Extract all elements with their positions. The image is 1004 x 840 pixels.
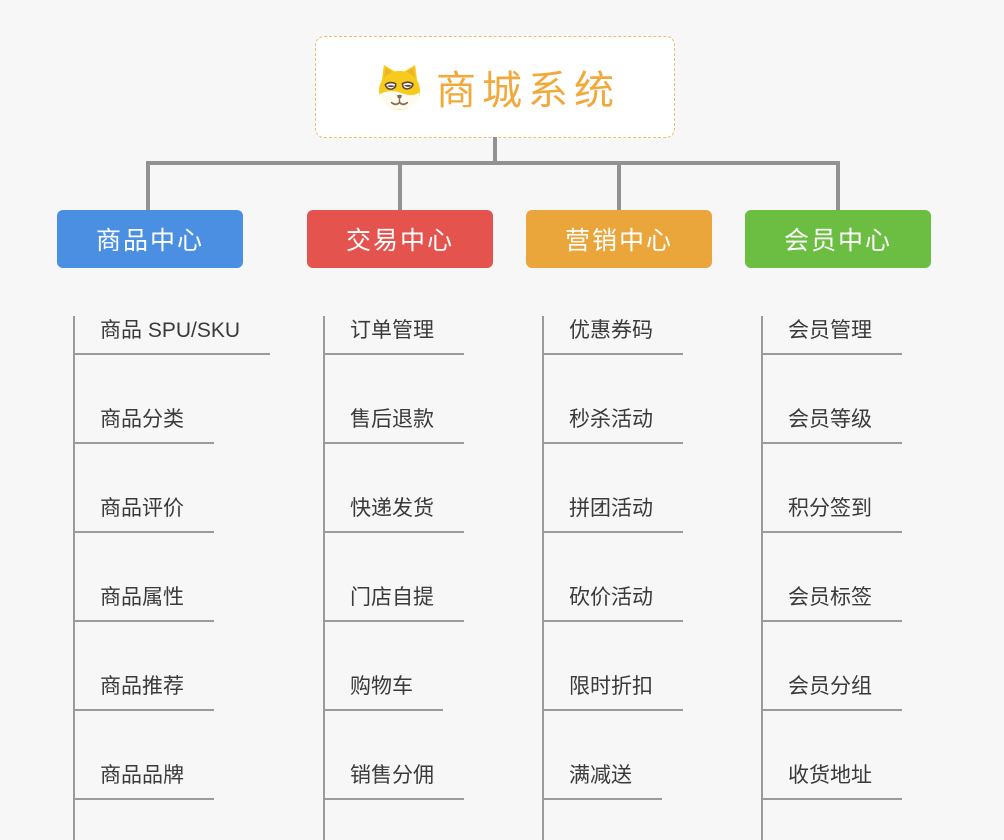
branch-header-member-center[interactable]: 会员中心 [745,210,931,268]
leaf-node[interactable]: 拼团活动 [542,494,683,533]
leaf-node[interactable]: 商品品牌 [73,761,214,800]
leaf-node[interactable]: 商品属性 [73,583,214,622]
root-node[interactable]: 商城系统 [315,36,675,138]
leaf-node[interactable]: 优惠券码 [542,316,683,355]
branch-marketing-center: 营销中心 优惠券码 秒杀活动 拼团活动 砍价活动 限时折扣 满减送 [526,210,766,840]
leaf-node[interactable]: 商品分类 [73,405,214,444]
leaf-node[interactable]: 会员等级 [761,405,902,444]
leaf-node[interactable]: 秒杀活动 [542,405,683,444]
branch-tree: 订单管理 售后退款 快递发货 门店自提 购物车 销售分佣 [323,316,547,840]
branch-vline [542,316,544,840]
connector-drop [617,163,621,210]
leaf-node[interactable]: 购物车 [323,672,443,711]
connector-drop [836,163,840,210]
leaf-node[interactable]: 商品推荐 [73,672,214,711]
leaf-node[interactable]: 会员分组 [761,672,902,711]
connector-drop [146,163,150,210]
leaf-node[interactable]: 砍价活动 [542,583,683,622]
leaf-node[interactable]: 门店自提 [323,583,464,622]
branch-header-product-center[interactable]: 商品中心 [57,210,243,268]
branch-tree: 会员管理 会员等级 积分签到 会员标签 会员分组 收货地址 [761,316,985,840]
leaf-node[interactable]: 售后退款 [323,405,464,444]
root-title: 商城系统 [436,69,620,113]
leaf-node[interactable]: 会员标签 [761,583,902,622]
leaf-node[interactable]: 快递发货 [323,494,464,533]
branch-header-trade-center[interactable]: 交易中心 [307,210,493,268]
branch-member-center: 会员中心 会员管理 会员等级 积分签到 会员标签 会员分组 收货地址 [745,210,985,840]
branch-trade-center: 交易中心 订单管理 售后退款 快递发货 门店自提 购物车 销售分佣 [307,210,547,840]
branch-vline [761,316,763,840]
branch-product-center: 商品中心 商品 SPU/SKU 商品分类 商品评价 商品属性 商品推荐 商品品牌 [57,210,297,840]
leaf-node[interactable]: 会员管理 [761,316,902,355]
leaf-node[interactable]: 商品评价 [73,494,214,533]
leaf-node[interactable]: 满减送 [542,761,662,800]
leaf-node[interactable]: 收货地址 [761,761,902,800]
leaf-node[interactable]: 销售分佣 [323,761,464,800]
branch-vline [323,316,325,840]
connector-stem [493,137,497,163]
branch-tree: 商品 SPU/SKU 商品分类 商品评价 商品属性 商品推荐 商品品牌 [73,316,297,840]
leaf-node[interactable]: 限时折扣 [542,672,683,711]
connector-drop [398,163,402,210]
leaf-node[interactable]: 商品 SPU/SKU [73,316,271,355]
branch-vline [73,316,75,840]
branch-header-marketing-center[interactable]: 营销中心 [526,210,712,268]
leaf-node[interactable]: 积分签到 [761,494,902,533]
branch-tree: 优惠券码 秒杀活动 拼团活动 砍价活动 限时折扣 满减送 [542,316,766,840]
connector-rail [146,161,840,165]
leaf-node[interactable]: 订单管理 [323,316,464,355]
dog-icon [378,64,421,110]
